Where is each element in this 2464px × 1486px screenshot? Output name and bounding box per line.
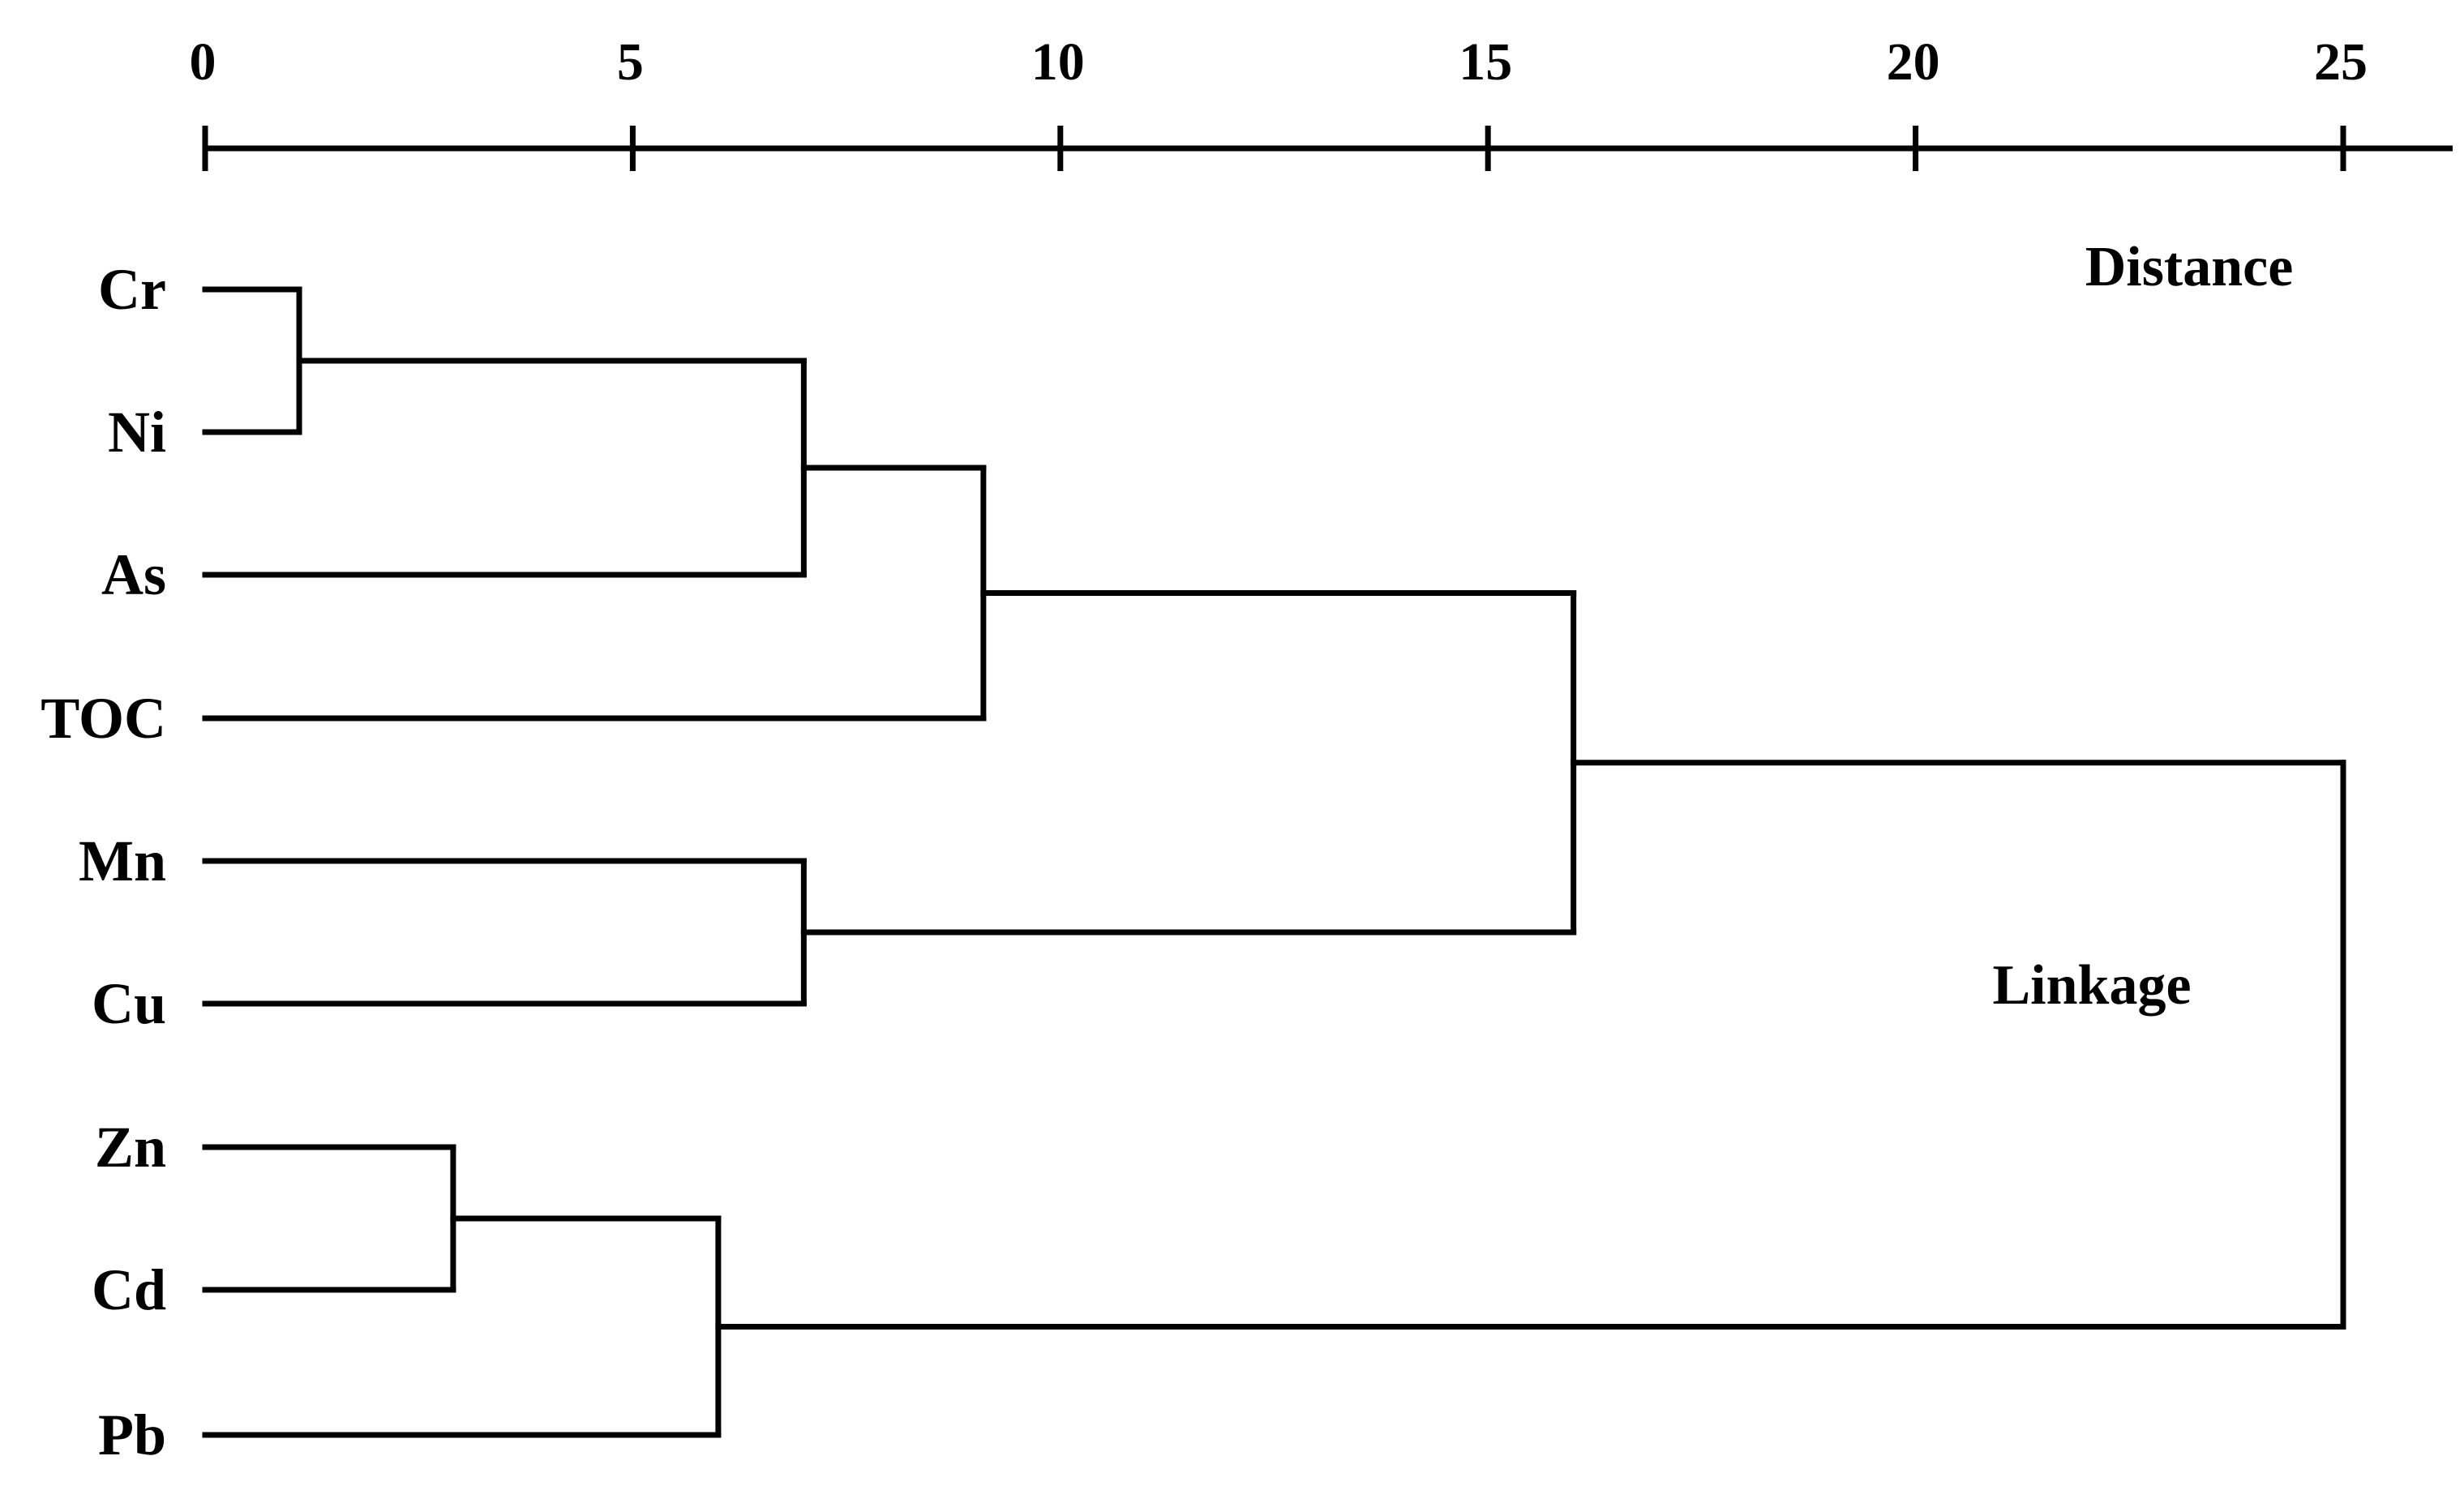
axis-tick-label: 20 (1887, 32, 1940, 92)
linkage-annotation: Linkage (1992, 954, 2191, 1017)
leaf-label: As (101, 542, 166, 607)
leaf-label: Zn (95, 1115, 166, 1180)
axis-tick-label: 25 (2314, 32, 2368, 92)
leaf-label: Mn (79, 829, 166, 893)
axis-tick-label: 5 (617, 32, 644, 92)
leaf-label: TOC (41, 686, 166, 751)
axis-tick-label: 10 (1031, 32, 1085, 92)
leaf-label: Cd (92, 1257, 166, 1322)
leaf-label: Cu (92, 971, 166, 1036)
dendrogram-tree (202, 286, 2346, 1438)
distance-annotation: Distance (2085, 236, 2294, 298)
leaf-label: Pb (98, 1402, 166, 1467)
distance-axis: 0 5 10 15 20 25 (190, 32, 2453, 171)
leaf-label: Ni (108, 400, 166, 465)
leaf-label: Cr (98, 257, 166, 322)
axis-tick-label: 0 (190, 32, 216, 92)
axis-tick-label: 15 (1459, 32, 1512, 92)
